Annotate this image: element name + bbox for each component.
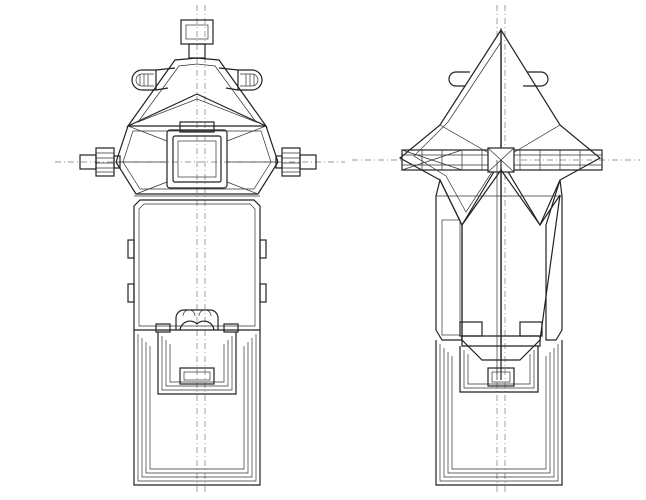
upper-roof (126, 57, 268, 128)
right-plan-view (352, 5, 640, 495)
top-handles (448, 71, 549, 87)
right-base-frame (435, 340, 563, 486)
vent-left (131, 67, 176, 91)
vent-right (218, 67, 263, 91)
basin-detail (155, 309, 239, 333)
central-shaft (166, 121, 228, 189)
lower-hatched-wedge (461, 160, 561, 380)
right-main-body (435, 178, 563, 341)
left-plan-view (55, 5, 345, 495)
top-stack (180, 19, 214, 59)
octagonal-body (115, 125, 279, 195)
bolt-left (79, 147, 121, 177)
right-basin (459, 321, 543, 347)
base-frame (133, 330, 261, 486)
bolt-right (275, 147, 317, 177)
